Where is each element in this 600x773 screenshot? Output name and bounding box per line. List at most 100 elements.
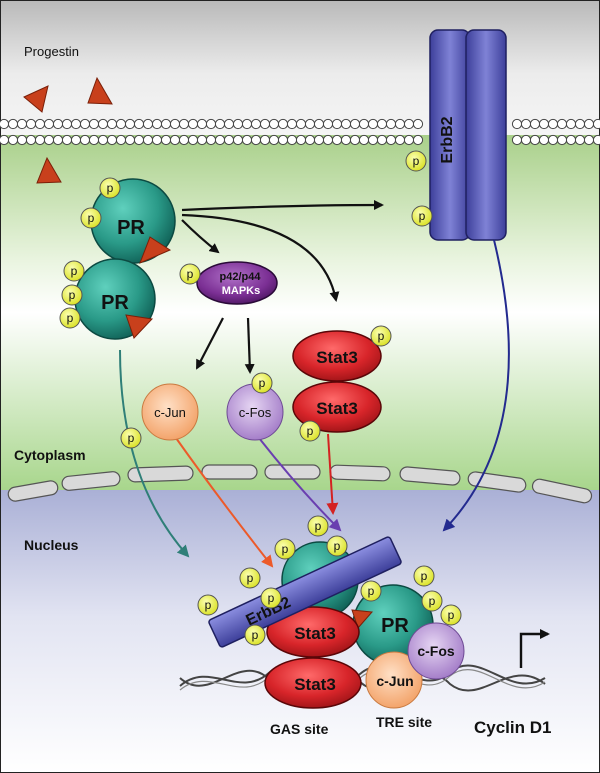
lipid-head: [295, 118, 307, 130]
lipid-head: [178, 134, 190, 146]
lipid-head: [133, 118, 145, 130]
phosphate-group: p: [260, 587, 282, 609]
lipid-head: [34, 134, 46, 146]
lipid-head: [277, 134, 289, 146]
phosphate-group: p: [244, 624, 266, 646]
lipid-head: [25, 118, 37, 130]
lipid-head: [124, 118, 136, 130]
phosphate-label: p: [69, 288, 76, 302]
stat3-label: Stat3: [294, 624, 336, 643]
phosphate-group: p: [61, 284, 83, 306]
lipid-head: [151, 134, 163, 146]
lipid-head: [313, 118, 325, 130]
lipid-head: [43, 134, 55, 146]
phosphate-label: p: [268, 591, 275, 605]
lipid-head: [241, 134, 253, 146]
lipid-head: [394, 134, 406, 146]
phosphate-group: p: [307, 515, 329, 537]
phosphate-group: p: [405, 150, 427, 172]
lipid-head: [160, 118, 172, 130]
lipid-head: [106, 134, 118, 146]
erbb2-label: ErbB2: [439, 116, 456, 163]
lipid-head: [367, 134, 379, 146]
phosphate-label: p: [88, 211, 95, 225]
lipid-head: [169, 134, 181, 146]
phosphate-group: p: [421, 590, 443, 612]
phosphate-label: p: [259, 376, 266, 390]
lipid-head: [205, 134, 217, 146]
phosphate-group: p: [413, 565, 435, 587]
lipid-head: [61, 134, 73, 146]
lipid-head: [412, 118, 424, 130]
phosphate-label: p: [71, 264, 78, 278]
phosphate-group: p: [360, 580, 382, 602]
lipid-head: [583, 118, 595, 130]
lipid-head: [142, 134, 154, 146]
lipid-head: [232, 134, 244, 146]
mapk-label-line1: p42/p44: [220, 271, 262, 283]
phosphate-group: p: [80, 207, 102, 229]
progestin-bound: [125, 314, 154, 339]
cfos-cytoplasm: c-Fos: [226, 383, 284, 441]
lipid-head: [313, 134, 325, 146]
lipid-head: [79, 134, 91, 146]
lipid-head: [241, 118, 253, 130]
phosphate-group: p: [179, 263, 201, 285]
lipid-head: [223, 134, 235, 146]
lipid-head: [403, 134, 415, 146]
phosphate-group: p: [239, 567, 261, 589]
pr-cytoplasmic-bottom: PR: [74, 258, 156, 340]
lipid-head: [349, 134, 361, 146]
lipid-head: [259, 118, 271, 130]
lipid-head: [196, 118, 208, 130]
transcription-start-arrow: [519, 629, 550, 668]
phosphate-label: p: [247, 571, 254, 585]
stat3-label: Stat3: [316, 348, 358, 367]
lipid-head: [268, 134, 280, 146]
arrow-cfos-nuclear: [258, 437, 342, 532]
lipid-head: [187, 134, 199, 146]
mapk-label-line2: MAPKs: [222, 285, 261, 297]
lipid-head: [385, 118, 397, 130]
nuclear-complex: PR Stat3 Stat3 c-Jun c-Fos ErbB2: [208, 536, 465, 709]
arrow-mapk-to-cjun: [196, 317, 224, 370]
tre-site-label: TRE site: [376, 714, 432, 730]
lipid-head: [394, 118, 406, 130]
phosphate-label: p: [334, 539, 341, 553]
progestin-triangle: [87, 76, 113, 105]
lipid-head: [538, 118, 550, 130]
cjun-label: c-Jun: [154, 405, 186, 420]
lipid-head: [592, 134, 600, 146]
lipid-head: [151, 118, 163, 130]
lipid-head: [196, 134, 208, 146]
lipid-head: [583, 134, 595, 146]
lipid-head: [250, 134, 262, 146]
lipid-head: [547, 134, 559, 146]
lipid-head: [349, 118, 361, 130]
lipid-head: [403, 118, 415, 130]
lipid-head: [331, 134, 343, 146]
cfos-label: c-Fos: [239, 405, 272, 420]
phosphate-label: p: [128, 431, 135, 445]
lipid-head: [97, 118, 109, 130]
phosphate-label: p: [419, 209, 426, 223]
lipid-head: [376, 134, 388, 146]
phosphate-group: p: [274, 538, 296, 560]
lipid-head: [340, 134, 352, 146]
mapk-complex: p42/p44 MAPKs: [196, 261, 278, 305]
lipid-head: [358, 118, 370, 130]
erbb2-receptor: ErbB2: [429, 29, 507, 241]
pr-label: PR: [117, 217, 145, 239]
lipid-head: [52, 134, 64, 146]
lipid-head: [7, 134, 19, 146]
phosphate-group: p: [411, 205, 433, 227]
phosphate-label: p: [282, 542, 289, 556]
phosphate-label: p: [421, 569, 428, 583]
pr-label: PR: [101, 292, 129, 314]
lipid-head: [565, 118, 577, 130]
arrow-mapk-to-cfos: [244, 317, 255, 374]
lipid-head: [592, 118, 600, 130]
arrow-pr-to-erbb2: [181, 200, 384, 212]
stat3-label: Stat3: [316, 399, 358, 418]
